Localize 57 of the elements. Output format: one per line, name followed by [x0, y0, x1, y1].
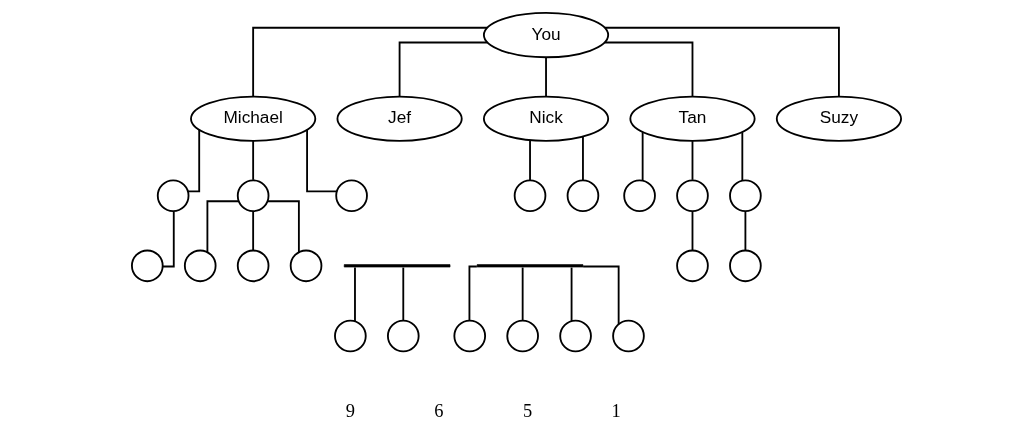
node-circle [156, 179, 189, 212]
node-circle [611, 319, 645, 353]
connector [528, 139, 531, 181]
node-circle [334, 179, 368, 212]
connector [581, 135, 584, 181]
node-ellipse: Michael [189, 95, 316, 142]
connector [353, 266, 356, 322]
node-circle [558, 319, 592, 353]
node-circle [728, 179, 762, 212]
node-circle [333, 319, 367, 353]
node-circle [728, 249, 762, 283]
connector [205, 200, 240, 254]
connector [266, 200, 300, 254]
label: 6 [433, 401, 444, 422]
node-bar [343, 264, 450, 268]
connector [691, 140, 693, 181]
node-circle [289, 249, 322, 283]
connector [251, 140, 254, 181]
node-circle [236, 249, 269, 283]
node-circle [183, 249, 217, 283]
connector [401, 266, 404, 322]
connector [603, 41, 693, 98]
label: 1 [611, 401, 621, 422]
node-ellipse: Nick [482, 95, 609, 142]
node-circle [675, 249, 709, 283]
node-bar [476, 264, 583, 268]
connector [468, 265, 478, 322]
connector [603, 26, 840, 98]
connector [581, 265, 620, 325]
connector [691, 210, 693, 252]
node-circle [513, 179, 546, 212]
connector [740, 131, 743, 182]
node-circle [130, 249, 164, 283]
node-circle [675, 179, 709, 212]
connector [161, 210, 175, 268]
connector [570, 266, 572, 322]
connector [521, 266, 524, 322]
connector [641, 131, 644, 182]
node-circle [566, 179, 599, 212]
node-ellipse: You [482, 12, 609, 59]
node-circle [452, 319, 486, 353]
connector [398, 41, 488, 98]
connector [544, 56, 547, 98]
connector [251, 26, 488, 98]
node-ellipse: Tan [628, 95, 756, 142]
node-ellipse: Suzy [775, 95, 902, 142]
label: 9 [345, 401, 355, 422]
connector [743, 210, 746, 252]
label: 5 [522, 401, 532, 422]
connector [251, 210, 254, 252]
node-ellipse: Jef [336, 95, 463, 142]
node-circle [236, 179, 269, 212]
connector [186, 128, 200, 193]
connector [305, 128, 337, 193]
node-circle [622, 179, 656, 212]
node-circle [505, 319, 539, 353]
node-circle [386, 319, 420, 353]
